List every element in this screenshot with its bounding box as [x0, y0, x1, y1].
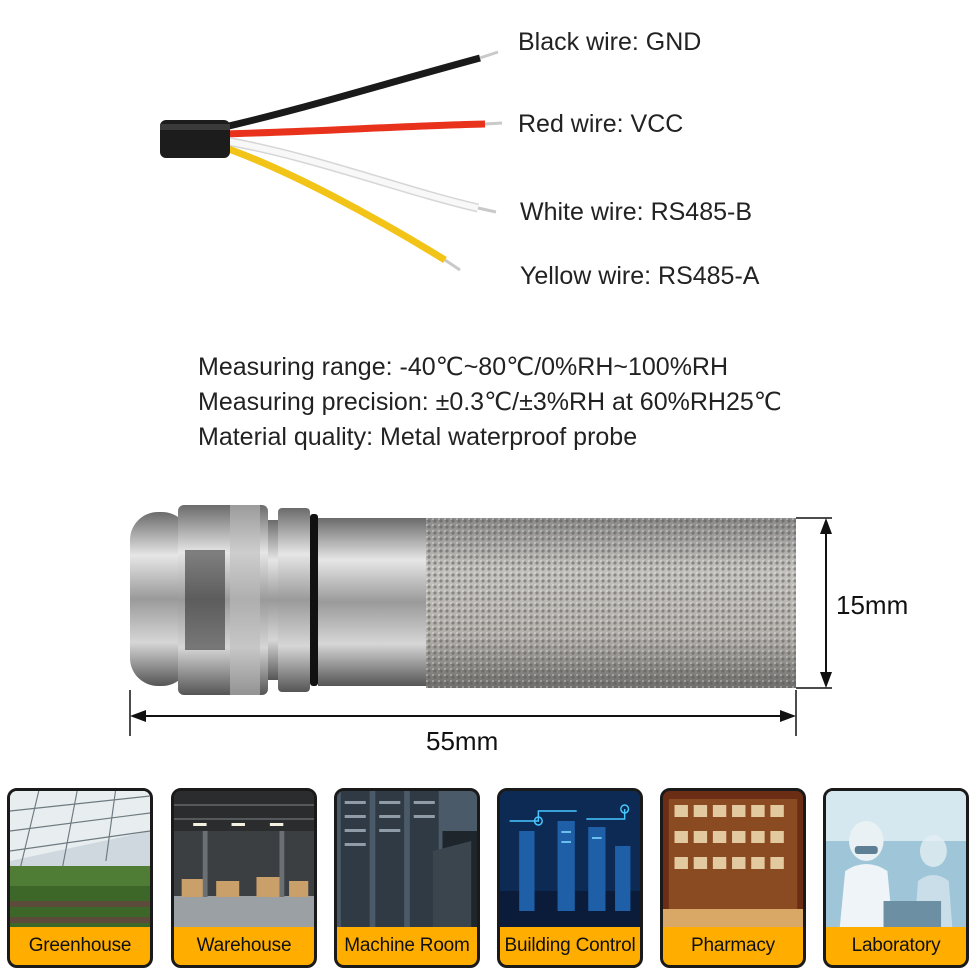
application-card-greenhouse: Greenhouse — [7, 788, 153, 968]
application-card-pharmacy: Pharmacy — [660, 788, 806, 968]
measuring-range: Measuring range: -40℃~80℃/0%RH~100%RH — [198, 353, 729, 381]
white-wire-label: White wire: RS485-B — [520, 198, 753, 226]
cable-diagram — [160, 50, 503, 272]
red-wire-label: Red wire: VCC — [518, 110, 684, 138]
pharmacy-image — [663, 791, 803, 931]
application-card-machine-room: Machine Room — [334, 788, 480, 968]
black-wire — [219, 54, 481, 132]
application-label-building-control: Building Control — [500, 927, 640, 965]
laboratory-image — [826, 791, 966, 931]
application-label-laboratory: Laboratory — [826, 927, 966, 965]
black-wire-label: Black wire: GND — [518, 28, 702, 56]
application-label-pharmacy: Pharmacy — [663, 927, 803, 965]
application-label-machine-room: Machine Room — [337, 927, 477, 965]
red-wire — [219, 120, 486, 138]
probe-cap — [130, 512, 190, 686]
warehouse-image — [174, 791, 314, 931]
yellow-wire — [218, 142, 447, 263]
probe-thread — [268, 520, 280, 680]
probe-o-ring — [310, 514, 318, 686]
probe-second-nut — [278, 508, 310, 692]
greenhouse-image — [10, 791, 150, 931]
spec-block: Measuring range: -40℃~80℃/0%RH~100%RH Me… — [198, 350, 782, 455]
application-card-laboratory: Laboratory — [823, 788, 969, 968]
probe-sleeve — [318, 518, 426, 686]
application-card-warehouse: Warehouse — [171, 788, 317, 968]
probe-drawing — [129, 505, 832, 736]
machine-room-image — [337, 791, 477, 931]
diameter-label: 15mm — [836, 590, 909, 620]
application-label-greenhouse: Greenhouse — [10, 927, 150, 965]
building-control-image — [500, 791, 640, 931]
yellow-wire-label: Yellow wire: RS485-A — [520, 262, 760, 290]
length-label: 55mm — [426, 726, 499, 756]
application-label-warehouse: Warehouse — [174, 927, 314, 965]
application-card-building-control: Building Control — [497, 788, 643, 968]
material-quality: Material quality: Metal waterproof probe — [198, 423, 638, 451]
measuring-precision: Measuring precision: ±0.3℃/±3%RH at 60%R… — [198, 388, 782, 416]
